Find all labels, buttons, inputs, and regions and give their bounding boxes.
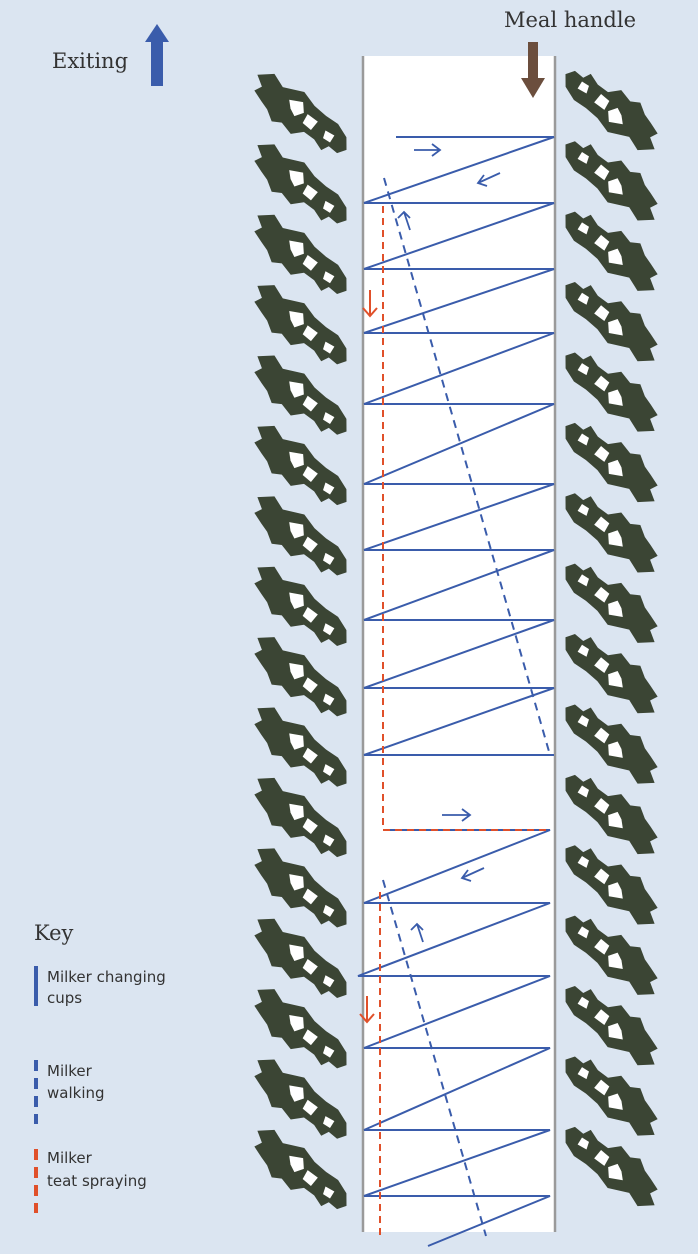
cow-icon [241, 772, 362, 862]
exiting-label: Exiting [52, 49, 128, 73]
meal-handle-label: Meal handle [504, 8, 636, 32]
cow-icon [241, 561, 362, 651]
key-swatch-changing-cups [34, 966, 38, 1006]
key-label-walking-line2: walking [47, 1084, 105, 1102]
cow-icon [241, 1054, 362, 1144]
cow-icon [550, 911, 671, 1000]
cow-icon [241, 209, 362, 299]
cow-icon [550, 629, 671, 719]
direction-arrow-right-icon [414, 143, 442, 157]
direction-arrow-down-icon [359, 996, 375, 1024]
cow-icon [241, 491, 362, 580]
cow-icon [550, 136, 671, 226]
cow-icon [241, 843, 362, 932]
exiting-arrow-icon [145, 24, 169, 86]
key-label-changing-cups-line2: cups [47, 989, 82, 1007]
cow-icon [241, 139, 362, 228]
cow-icon [550, 1122, 671, 1212]
key-label-walking-line1: Milker [47, 1062, 93, 1080]
milker-changing-cups-path-1 [363, 136, 555, 756]
meal-handle-arrow-icon [521, 42, 545, 98]
key-title: Key [34, 921, 74, 945]
cow-icon [241, 1124, 362, 1214]
cow-icon [241, 913, 362, 1003]
cow-icon [241, 632, 362, 721]
direction-arrow-up-icon [410, 922, 424, 943]
parlour-pit [364, 56, 554, 1232]
direction-arrow-right-icon [442, 808, 472, 822]
cow-icon [241, 984, 362, 1073]
cow-icon [550, 418, 671, 508]
cow-icon [550, 770, 671, 860]
direction-arrow-left-icon [476, 172, 501, 187]
direction-arrow-left-icon [460, 867, 485, 882]
cow-icon [550, 559, 671, 648]
cows-left-side [241, 68, 362, 1214]
cow-icon [550, 840, 671, 930]
key-label-spraying-line2: teat spraying [47, 1172, 147, 1190]
cow-icon [241, 68, 362, 158]
milker-walking-path-1 [383, 177, 551, 756]
cow-icon [550, 981, 671, 1071]
direction-arrow-down-icon [362, 290, 378, 318]
cow-icon [241, 280, 362, 369]
cow-icon [550, 277, 671, 367]
cow-icon [550, 348, 671, 437]
cow-icon [550, 700, 671, 789]
cow-icon [241, 702, 362, 792]
milker-changing-cups-path-2 [357, 829, 551, 1247]
cow-icon [241, 420, 362, 510]
cow-icon [550, 207, 671, 296]
cow-icon [550, 488, 671, 578]
milker-walking-path-2 [382, 879, 487, 1237]
cow-icon [550, 1052, 671, 1141]
milker-teat-spraying-path-1 [382, 206, 550, 831]
key-label-changing-cups-line1: Milker changing [47, 968, 166, 986]
key-label-spraying-line1: Milker [47, 1149, 93, 1167]
cow-icon [241, 350, 362, 440]
direction-arrow-up-icon [397, 210, 411, 231]
cow-icon [550, 66, 671, 156]
cows-right-side [550, 66, 671, 1212]
